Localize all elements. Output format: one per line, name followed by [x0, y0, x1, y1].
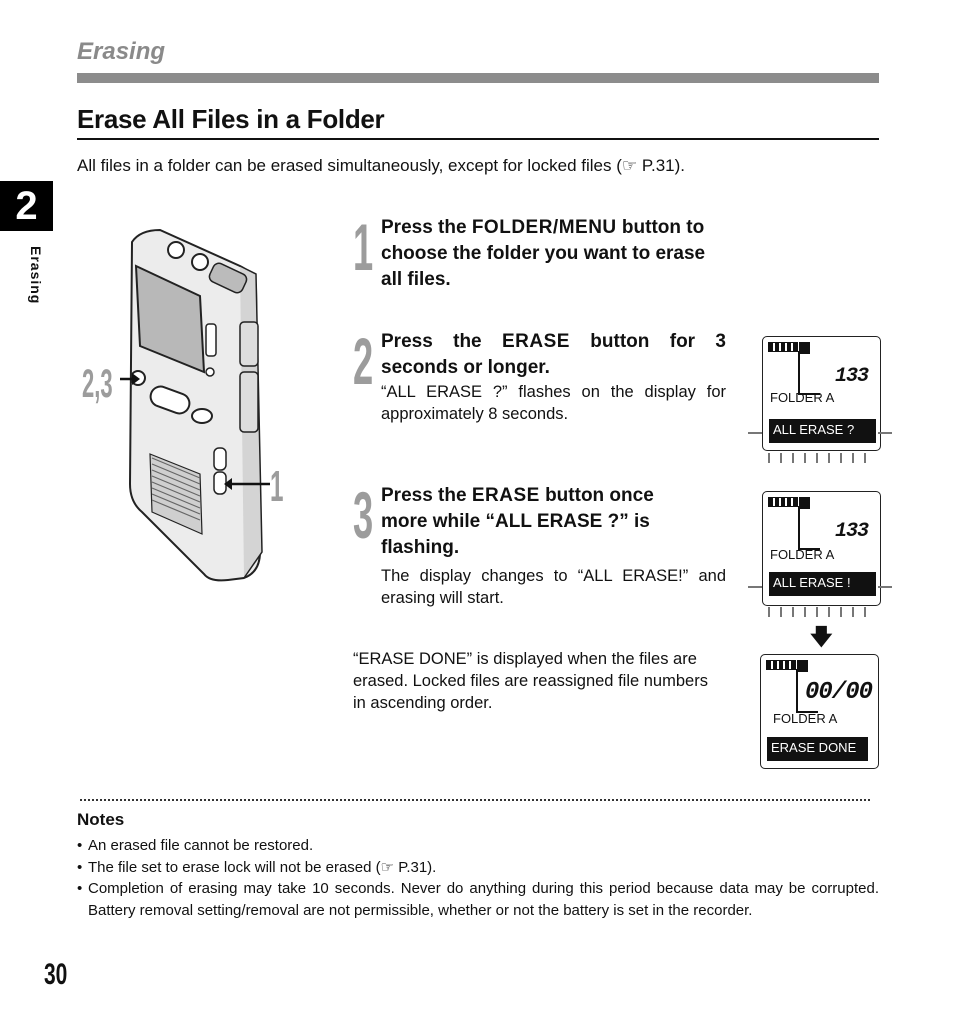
chapter-tab: 2 [0, 181, 53, 231]
title-rule [77, 138, 879, 140]
note-item: Completion of erasing may take 10 second… [77, 878, 879, 921]
callout-step-1: 1 [270, 462, 284, 511]
header-rule [77, 73, 879, 83]
lcd-status-bar: ALL ERASE ! [769, 572, 876, 596]
battery-icon [768, 497, 798, 507]
step-description: “ALL ERASE ?” flashes on the display for… [381, 383, 726, 423]
folder-label: FOLDER A [770, 390, 835, 405]
step-number: 1 [353, 210, 374, 284]
lcd-status-bar: ERASE DONE [767, 737, 868, 761]
flash-indicator [768, 453, 868, 463]
callout-steps-2-3: 2,3 [82, 362, 113, 406]
step-heading-pre: Press the [381, 485, 472, 506]
notes-title: Notes [77, 810, 125, 829]
step-heading: Press the FOLDER/MENU button to choose t… [381, 215, 726, 293]
lcd-display-all-erase: 133 FOLDER A ALL ERASE ? [762, 336, 881, 451]
step-number: 2 [353, 324, 374, 398]
lcd-status-bar: ALL ERASE ? [769, 419, 876, 443]
file-counter: 133 [834, 520, 869, 543]
step-heading: Press the ERASE button for 3 seconds or … [381, 329, 726, 381]
folder-label: FOLDER A [770, 547, 835, 562]
step-heading-post: button once more while “ALL ERASE ?” is … [381, 485, 654, 558]
button-name: ERASE [471, 485, 540, 506]
step-number: 3 [353, 478, 374, 552]
flash-indicator [768, 607, 868, 617]
step-heading: Press the ERASE button once more while “… [381, 483, 701, 561]
folder-icon [799, 497, 810, 509]
step-heading-pre: Press the [381, 217, 472, 238]
battery-icon [766, 660, 796, 670]
file-counter: 00/00 [804, 679, 873, 706]
folder-icon [799, 342, 810, 354]
step-heading-pre: Press the [381, 331, 502, 352]
folder-label: FOLDER A [773, 711, 838, 726]
folder-icon [797, 660, 808, 672]
completion-note: “ERASE DONE” is displayed when the files… [353, 650, 708, 712]
lcd-display-erase-done: 00/00 FOLDER A ERASE DONE [760, 654, 879, 769]
page-title: Erase All Files in a Folder [77, 104, 385, 134]
step-heading-post: button to choose the folder you want to … [381, 217, 706, 290]
notes-divider [80, 799, 870, 801]
file-counter: 133 [834, 365, 869, 388]
step-description: The display changes to “ALL ERASE!” and … [381, 567, 726, 607]
note-item: An erased file cannot be restored. [77, 835, 879, 857]
button-name: FOLDER/MENU [471, 217, 617, 238]
battery-icon [768, 342, 798, 352]
recorder-illustration: 2,3 1 [60, 222, 300, 592]
intro-text: All files in a folder can be erased simu… [77, 156, 686, 175]
note-item: The file set to erase lock will not be e… [77, 857, 879, 879]
button-name: ERASE [501, 331, 570, 352]
chapter-tab-label: Erasing [28, 246, 44, 305]
lcd-display-erasing: 133 FOLDER A ALL ERASE ! [762, 491, 881, 606]
page-number: 30 [44, 958, 68, 991]
notes-list: An erased file cannot be restored. The f… [77, 835, 879, 921]
section-label: Erasing [77, 38, 166, 65]
step-heading-post: button for 3 seconds or longer. [381, 331, 726, 378]
arrow-down-icon: 🡇 [810, 624, 833, 649]
